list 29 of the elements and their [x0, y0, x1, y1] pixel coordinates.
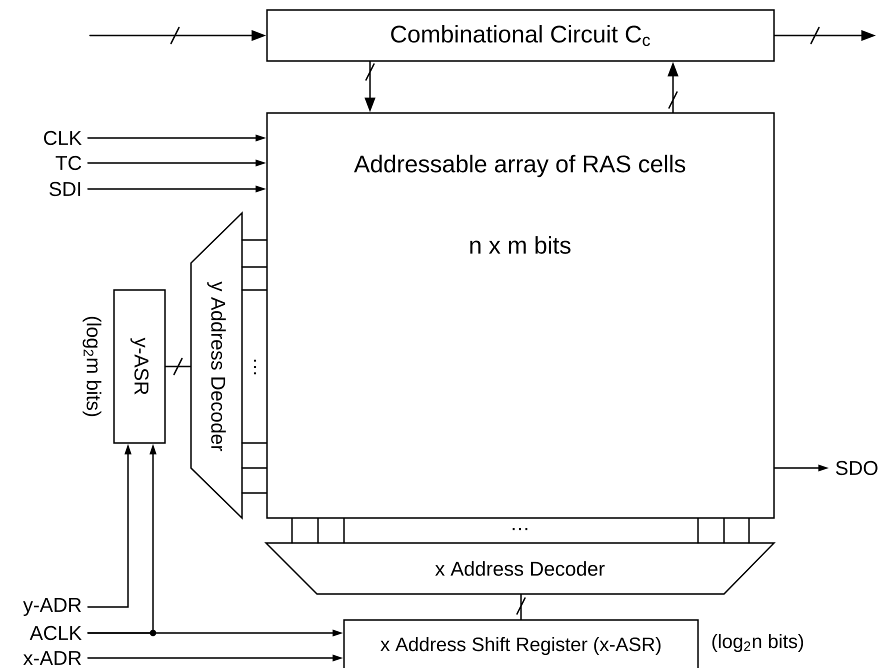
bus-line	[241, 442, 267, 444]
circuit-box: Combinational Circuit C$_{c}$	[266, 9, 775, 62]
bus-line	[697, 518, 699, 544]
node-label: (log$_{2}$m bits)	[82, 316, 102, 416]
ellipsis: …	[254, 360, 256, 374]
signal-label: SDI	[50, 182, 80, 196]
bus-line	[241, 239, 267, 241]
bus-line	[291, 518, 293, 544]
bus-line	[241, 289, 267, 291]
bus-line	[241, 492, 267, 494]
bus-line	[723, 518, 725, 544]
connector-line	[165, 358, 191, 376]
register-box: y-ASR (log$_{2}$m bits)	[82, 289, 166, 444]
bus-line	[317, 518, 319, 544]
signal-label: SDO	[836, 460, 878, 476]
node-label: (log$_{2}$n bits)	[712, 634, 804, 652]
signal-label: TC	[56, 156, 82, 170]
register-box: x Address Shift Register (x-ASR) (log$_{2}$n bits)	[343, 619, 804, 668]
array-box: Addressable array of RAS cells n x m bits	[266, 112, 775, 519]
signal-label: ACLK	[30, 626, 82, 640]
signal-label: x-ADR	[23, 651, 81, 665]
bus-line	[343, 518, 345, 544]
connector-line	[516, 594, 526, 620]
bus-line	[241, 467, 267, 469]
bus-line	[241, 266, 267, 268]
ellipsis: …	[512, 528, 528, 530]
bus-line	[748, 518, 750, 544]
signal-label: CLK	[44, 130, 82, 146]
signal-label: y-ADR	[23, 598, 81, 616]
